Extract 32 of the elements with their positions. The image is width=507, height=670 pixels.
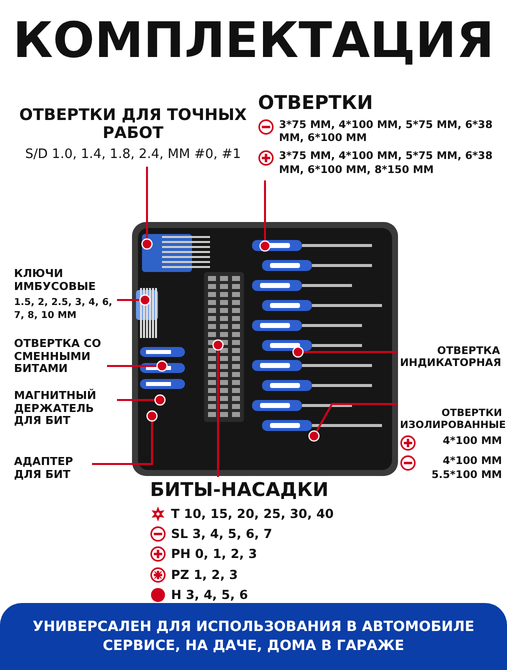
leader-line: [117, 394, 166, 406]
callout-heading: КЛЮЧИ ИМБУСОВЫЕ: [14, 268, 97, 294]
callout-heading: ОТВЕРТКИ: [258, 93, 374, 115]
leader-line: [292, 346, 397, 358]
callout-heading: ОТВЕРТКИ ДЛЯ ТОЧНЫХ РАБОТ: [18, 106, 248, 143]
callout-text: ОТВЕРТКА ИНДИКАТОРНАЯ: [400, 345, 500, 370]
size-list: 1.5, 2, 2.5, 3, 4, 6, 7, 8, 10 ММ: [14, 297, 114, 322]
size-list: 3*75 ММ, 4*100 ММ, 5*75 ММ, 6*38 ММ, 6*100 ММ: [279, 118, 503, 146]
size-list: T 10, 15, 20, 25, 30, 40: [171, 506, 334, 522]
leader-line: [92, 410, 158, 465]
size-list: PH 0, 1, 2, 3: [171, 546, 258, 563]
size-list: PZ 1, 2, 3: [171, 566, 238, 583]
leader-line: [259, 180, 271, 252]
callout-text: ОТВЕРТКА СО СМЕННЫМИ БИТАМИ: [14, 338, 102, 376]
banner: [0, 603, 507, 670]
leader-line: [107, 360, 168, 372]
leader-line: [308, 403, 397, 442]
tool-case-drawing: [132, 222, 398, 476]
size-list: 4*100 ММ: [442, 435, 502, 449]
size-list: 3*75 ММ, 4*100 ММ, 5*75 ММ, 6*38 ММ, 6*100 ММ, 8*150 ММ: [279, 150, 503, 178]
leader-line: [212, 339, 224, 477]
size-list: S/D 1.0, 1.4, 1.8, 2.4, ММ #0, #1: [25, 146, 241, 164]
callout-text: МАГНИТНЫЙ ДЕРЖАТЕЛЬ ДЛЯ БИТ: [14, 390, 98, 428]
size-list: SL 3, 4, 5, 6, 7: [171, 526, 272, 542]
title: КОМПЛЕКТАЦИЯ: [12, 11, 496, 71]
callout-text: АДАПТЕР ДЛЯ БИТ: [14, 456, 74, 482]
size-list: 4*100 ММ 5.5*100 ММ: [421, 455, 502, 482]
leader-line: [141, 166, 153, 250]
callout-heading: БИТЫ-НАСАДКИ: [150, 480, 330, 502]
banner-text: УНИВЕРСАЛЕН ДЛЯ ИСПОЛЬЗОВАНИЯ В АВТОМОБИЛЕ СЕРВИСЕ, НА ДАЧЕ, ДОМА В ГАРАЖЕ: [32, 618, 476, 655]
size-list: H 3, 4, 5, 6: [171, 586, 248, 604]
leader-line: [117, 294, 151, 306]
